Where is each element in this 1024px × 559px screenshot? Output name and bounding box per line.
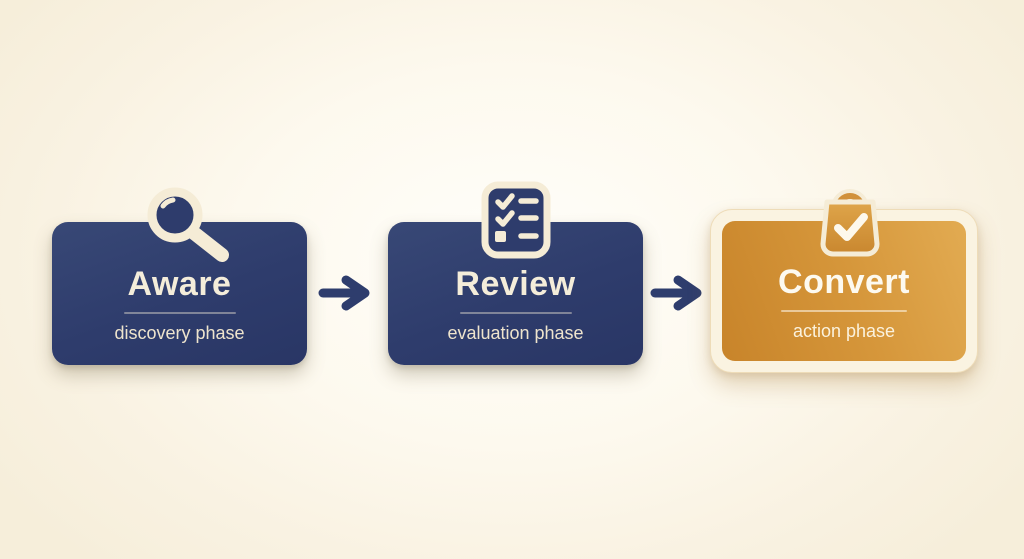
step-subtitle: action phase	[792, 320, 896, 341]
step-card-aware: Aware discovery phase	[52, 222, 307, 365]
step-title: Review	[455, 265, 576, 303]
step-title: Convert	[778, 262, 910, 301]
step-title: Aware	[127, 265, 232, 303]
search-icon	[128, 172, 234, 271]
divider	[781, 309, 907, 312]
arrow-right-icon	[650, 273, 706, 313]
divider	[123, 312, 236, 314]
step-subtitle: discovery phase	[114, 323, 245, 343]
shopping-bag-check-icon	[810, 176, 890, 267]
divider	[459, 312, 572, 314]
checklist-icon	[481, 181, 551, 264]
arrow-right-icon	[318, 273, 374, 313]
step-subtitle: evaluation phase	[447, 323, 584, 343]
